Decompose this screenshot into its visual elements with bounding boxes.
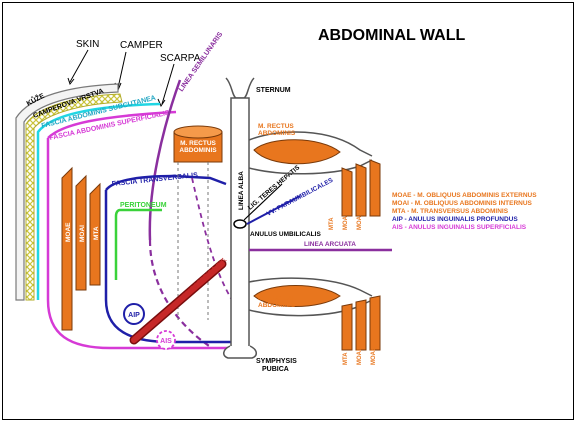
label-ais: AIS [160,338,172,345]
legend-item-moae: MOAE - M. OBLIQUUS ABDOMINIS EXTERNUS [392,192,537,199]
legend-item-moai: MOAI - M. OBLIQUUS ABDOMINIS INTERNUS [392,200,533,207]
rectus-right-upper [254,140,340,164]
label-aip: AIP [128,312,140,319]
sternum-shape [226,78,254,98]
label-moae-right-upper: MOAE [357,212,363,230]
label-camper: CAMPER [120,40,163,51]
label-linea-alba: LINEA ALBA [238,171,245,210]
label-skin: SKIN [76,39,99,50]
moae-muscle [62,168,72,330]
label-symphysis-2: PUBICA [262,366,289,373]
symphysis-shape [224,346,257,358]
label-moae-right-lower: MOAE [371,347,377,365]
label-moae-left: MOAE [65,222,72,242]
label-mta-right-upper: MTA [329,217,335,230]
legend-item-aip: AIP - ANULUS INGUINALIS PROFUNDUS [392,216,518,223]
label-linea-arcuata: LINEA ARCUATA [304,241,356,248]
peritoneum-line [116,210,162,280]
umbilicus [234,220,246,228]
label-peritoneum: PERITONEUM [120,202,167,209]
legend-item-ais: AIS - ANULUS INGUINALIS SUPERFICIALIS [392,224,527,231]
scarpa-pointer [162,64,174,104]
label-moai-right-upper: MOAI [343,214,349,230]
label-mta-left: MTA [93,226,100,240]
label-epigastric: A. ET V. EPIGASTRICA INF. [162,256,229,317]
label-symphysis-1: SYMPHYSIS [256,358,297,365]
diagram-title: ABDOMINAL WALL [318,27,465,44]
label-sternum: STERNUM [256,87,291,94]
camper-pointer [118,52,126,88]
label-scarpa: SCARPA [160,53,201,64]
legend: MOAE - M. OBLIQUUS ABDOMINIS EXTERNUS MO… [392,192,537,231]
label-moai-right-lower: MOAI [357,349,363,365]
label-moai-left: MOAI [79,225,86,242]
label-mta-right-lower: MTA [343,352,349,365]
skin-pointer [70,50,88,82]
legend-item-mta: MTA - M. TRANSVERSUS ABDOMINIS [392,208,509,215]
label-anulus-umbilicalis: ANULUS UMBILICALIS [250,231,321,238]
